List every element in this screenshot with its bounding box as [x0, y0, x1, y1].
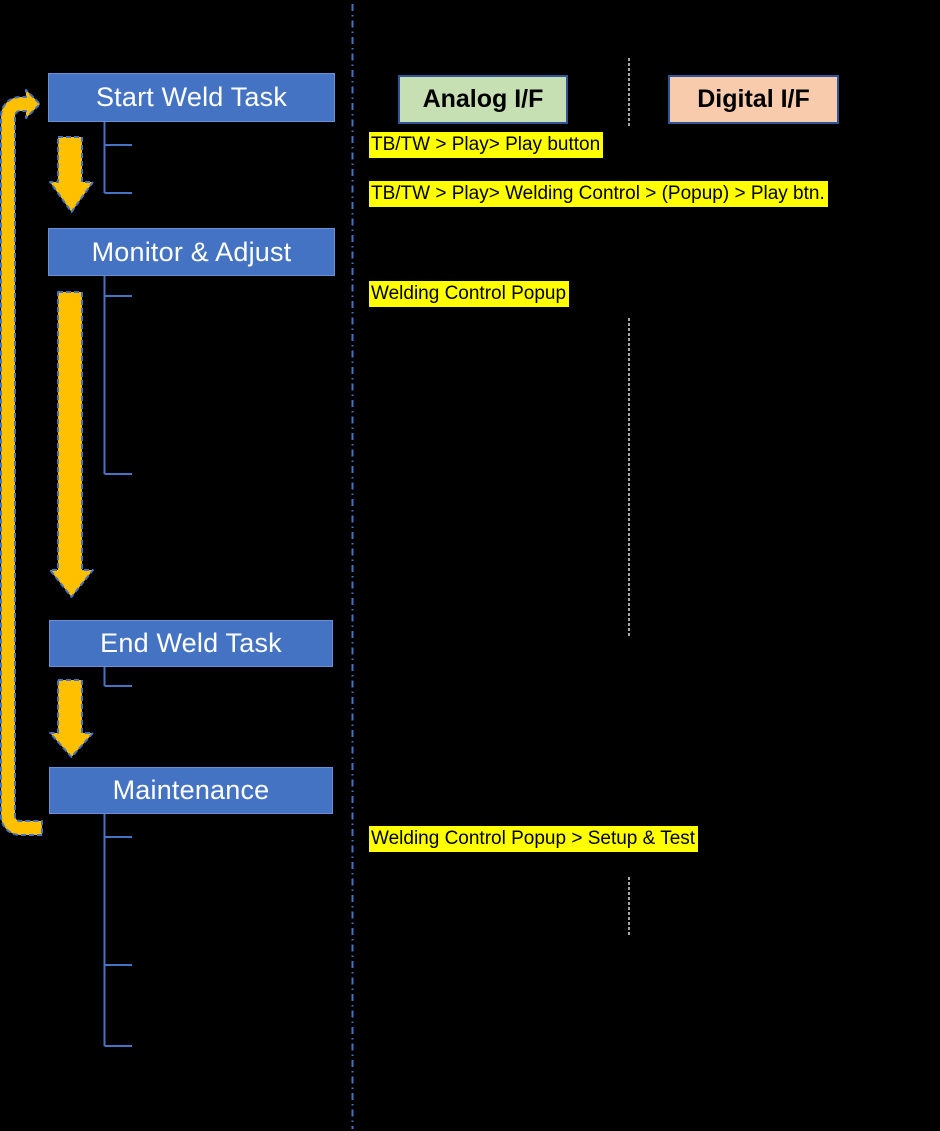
flow-arrow-end-to-maintenance: [49, 679, 94, 758]
task-label: End Weld Task: [100, 628, 282, 658]
task-label: Maintenance: [112, 775, 270, 805]
header-analog-if: Analog I/F: [398, 75, 568, 124]
flow-arrow-monitor-to-end: [49, 291, 94, 598]
task-label: Start Weld Task: [95, 82, 288, 112]
task-box-start-weld: Start Weld Task: [48, 73, 335, 122]
note-welding-control-play: TB/TW > Play> Welding Control > (Popup) …: [369, 181, 828, 207]
loop-back-arrow: [0, 89, 43, 836]
header-label: Digital I/F: [697, 85, 810, 113]
header-label: Analog I/F: [422, 85, 544, 113]
note-setup-and-test: Welding Control Popup > Setup & Test: [369, 826, 699, 852]
task-box-maintenance: Maintenance: [49, 767, 333, 814]
bracket-end-weld-task: [103, 667, 132, 687]
bracket-maintenance: [103, 814, 132, 1047]
task-box-monitor-adjust: Monitor & Adjust: [48, 228, 335, 276]
bracket-start-weld-task: [103, 122, 132, 194]
flow-arrow-start-to-monitor: [49, 136, 94, 213]
task-box-end-weld: End Weld Task: [49, 620, 333, 667]
note-welding-control-popup: Welding Control Popup: [369, 281, 570, 307]
note-play-button: TB/TW > Play> Play button: [369, 132, 604, 158]
bracket-monitor-adjust: [103, 276, 132, 475]
header-digital-if: Digital I/F: [668, 75, 839, 124]
task-label: Monitor & Adjust: [91, 236, 292, 267]
